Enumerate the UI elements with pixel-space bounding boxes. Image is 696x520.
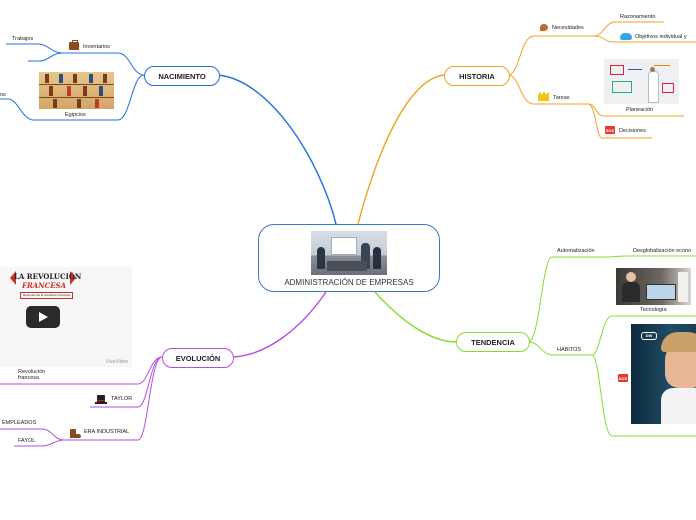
central-topic-label: ADMINISTRACIÓN DE EMPRESAS: [284, 278, 414, 287]
video-watermark: VivaVideo: [105, 359, 128, 365]
business-meeting-image: [311, 231, 387, 275]
play-icon[interactable]: [26, 306, 60, 328]
topic-decisiones[interactable]: Decisiones: [619, 128, 646, 134]
cloud-icon: [620, 33, 632, 40]
branch-evolucion-label: EVOLUCIÓN: [175, 353, 221, 363]
branch-evolucion[interactable]: EVOLUCIÓN: [162, 348, 234, 368]
topic-trabajos[interactable]: Trabajos: [12, 36, 34, 42]
video-title-line1: LA REVOLUCIÓN: [14, 272, 82, 281]
video-subtitle: Resumen de la revolución francesa: [20, 292, 74, 299]
topic-tareas[interactable]: Tareas: [553, 95, 570, 101]
topic-necesidades[interactable]: Necesidades: [552, 25, 584, 31]
topic-egipcios[interactable]: Egipcios: [65, 112, 86, 118]
top-hat-icon: [95, 395, 107, 404]
topic-razonamiento[interactable]: Razonamiento: [620, 14, 656, 20]
revolucion-video[interactable]: LA REVOLUCIÓN FRANCESA Resumen de la rev…: [0, 267, 132, 367]
branch-historia[interactable]: HISTORIA: [444, 66, 510, 86]
topic-empleados[interactable]: EMPLEADOS: [2, 420, 37, 426]
branch-tendencia-label: TENDENCIA: [471, 337, 515, 347]
briefcase-icon: [69, 40, 79, 50]
central-topic[interactable]: ADMINISTRACIÓN DE EMPRESAS: [258, 224, 440, 292]
topic-tecnologia[interactable]: Tecnología: [640, 307, 667, 313]
sos-icon: SOS: [605, 126, 615, 134]
topic-truncated[interactable]: os: [0, 92, 6, 98]
boot-icon: [70, 429, 81, 438]
topic-revolucion-francesa[interactable]: Revolución francesa: [18, 369, 46, 381]
topic-fayol[interactable]: FAYOL: [18, 438, 36, 444]
egyptian-art-image: [39, 72, 114, 109]
topic-taylor[interactable]: TAYLOR: [111, 396, 133, 402]
sos-icon: SOS: [618, 374, 628, 382]
topic-automatizacion[interactable]: Automatización: [557, 248, 595, 254]
branch-nacimiento[interactable]: NACIMIENTO: [144, 66, 220, 86]
branch-nacimiento-label: NACIMIENTO: [158, 71, 206, 81]
technology-image: [616, 268, 691, 305]
topic-era-industrial[interactable]: ERA INDUSTRIAL: [84, 429, 130, 435]
chicken-leg-icon: [540, 24, 548, 31]
topic-desglobalizacion[interactable]: Desglobalización econo: [633, 248, 692, 254]
branch-historia-label: HISTORIA: [459, 71, 495, 81]
topic-objetivos[interactable]: Objetivos individual y: [635, 34, 687, 40]
planning-image: [604, 59, 679, 104]
video-thumbnail[interactable]: DW: [631, 324, 696, 424]
crown-icon: [538, 91, 550, 101]
topic-planeacion[interactable]: Planeación: [626, 107, 654, 113]
topic-habitos[interactable]: HABITOS: [557, 347, 582, 353]
branch-tendencia[interactable]: TENDENCIA: [456, 332, 530, 352]
topic-inventarios[interactable]: Inventarios: [83, 44, 110, 50]
video-logo: DW: [641, 332, 657, 340]
video-title-line2: FRANCESA: [22, 281, 67, 290]
